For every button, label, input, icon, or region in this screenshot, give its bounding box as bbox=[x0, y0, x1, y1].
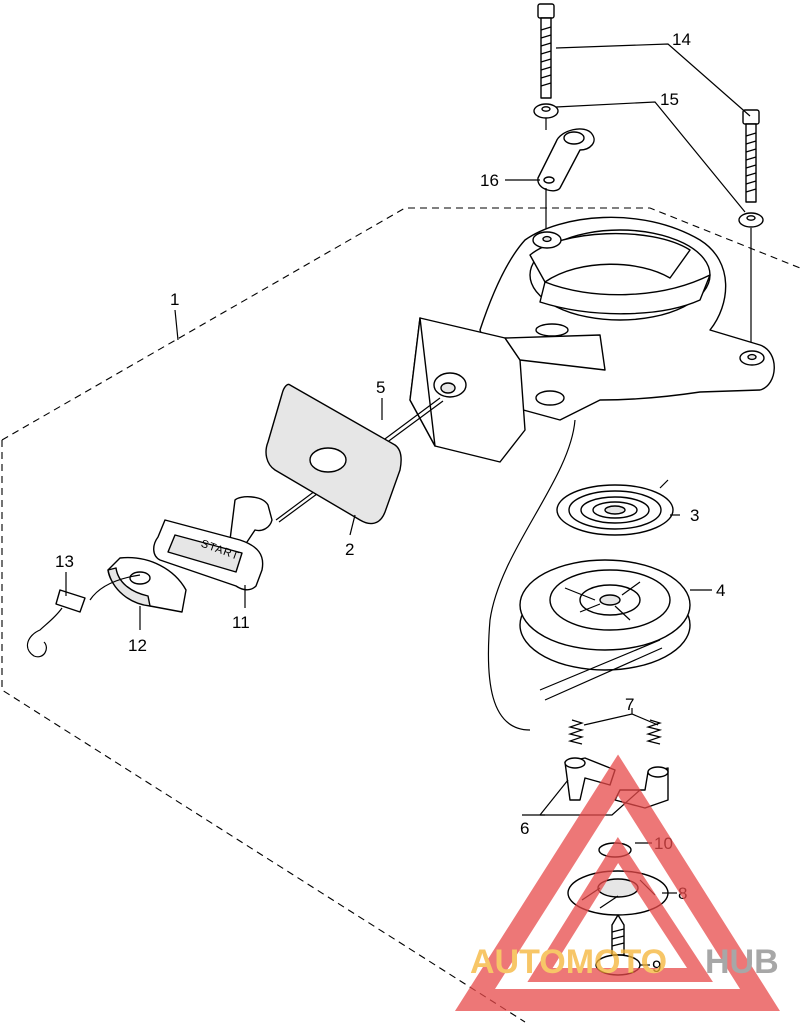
spiral-spring bbox=[556, 479, 674, 536]
watermark-text-automoto: AUTOMOTO bbox=[470, 943, 667, 981]
assembly-boundary-lower bbox=[1, 440, 526, 1023]
bolt-right bbox=[742, 109, 760, 203]
watermark-logo: AUTOMOTO HUB bbox=[454, 754, 780, 1011]
callout-11: 11 bbox=[232, 613, 250, 632]
callout-16: 16 bbox=[480, 171, 499, 190]
leader-lines bbox=[65, 43, 751, 966]
pawl-springs bbox=[567, 719, 663, 745]
rope-path-line bbox=[487, 419, 576, 731]
callout-2: 2 bbox=[345, 540, 354, 559]
callout-6: 6 bbox=[520, 819, 529, 838]
callout-9: 9 bbox=[652, 957, 661, 976]
callout-13: 13 bbox=[55, 552, 74, 571]
washer-left bbox=[533, 103, 559, 119]
starter-housing bbox=[409, 216, 775, 463]
rope-guide-plate bbox=[265, 383, 402, 525]
callout-15: 15 bbox=[660, 90, 679, 109]
callout-4: 4 bbox=[716, 581, 725, 600]
rope-reel bbox=[519, 559, 691, 701]
bolt-left bbox=[537, 3, 555, 99]
rope-clip bbox=[26, 589, 86, 658]
watermark-text-hub: HUB bbox=[705, 943, 779, 981]
rope-tail bbox=[539, 639, 663, 701]
callout-12: 12 bbox=[128, 636, 147, 655]
cable-bracket bbox=[537, 128, 595, 192]
callout-3: 3 bbox=[690, 506, 699, 525]
starter-handle: START bbox=[153, 496, 273, 591]
handle-grip bbox=[107, 556, 187, 613]
callout-1: 1 bbox=[170, 290, 179, 309]
callout-14: 14 bbox=[672, 30, 691, 49]
assembly-boundary bbox=[1, 207, 800, 441]
callout-5: 5 bbox=[376, 378, 385, 397]
callout-7: 7 bbox=[625, 695, 634, 714]
washer-right bbox=[738, 212, 764, 228]
rope-end bbox=[89, 574, 141, 601]
